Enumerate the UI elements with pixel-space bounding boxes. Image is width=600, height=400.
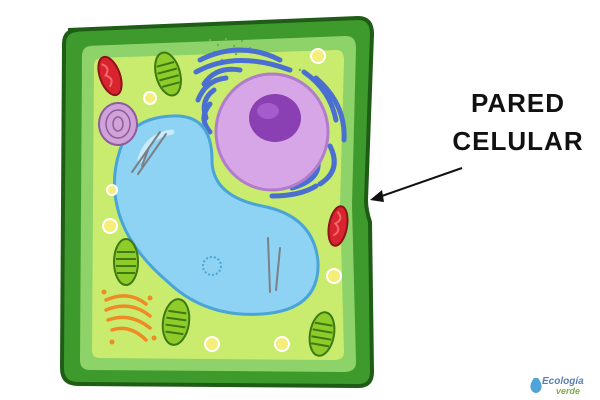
granule — [143, 91, 157, 105]
golgi-apparatus — [101, 289, 157, 345]
nucleolus — [249, 94, 301, 142]
label-pared: PARED — [471, 88, 565, 118]
svg-text:verde: verde — [556, 386, 580, 396]
ecologia-verde-logo: Ecología verde — [530, 376, 584, 396]
granule — [204, 336, 220, 352]
mitochondrion — [327, 205, 349, 247]
vacuole-crystals — [131, 131, 281, 293]
nucleolus-highlight — [257, 103, 279, 119]
svg-text:Ecología: Ecología — [542, 376, 584, 387]
chloroplast — [161, 298, 191, 346]
chloroplast — [113, 238, 139, 286]
granules — [102, 48, 342, 352]
label-celular: CELULAR — [452, 126, 583, 156]
water-drop-icon — [530, 378, 542, 393]
chloroplast — [154, 51, 182, 97]
granule — [310, 48, 326, 64]
granule — [106, 184, 118, 196]
label-arrow — [370, 167, 463, 202]
granule — [274, 336, 290, 352]
vacuole-highlight — [137, 129, 175, 163]
mitochondrion — [97, 55, 123, 97]
chloroplast — [308, 311, 336, 357]
amyloplast — [98, 102, 138, 146]
granule — [102, 218, 118, 234]
vacuole-vesicle — [202, 256, 222, 276]
granule — [326, 268, 342, 284]
